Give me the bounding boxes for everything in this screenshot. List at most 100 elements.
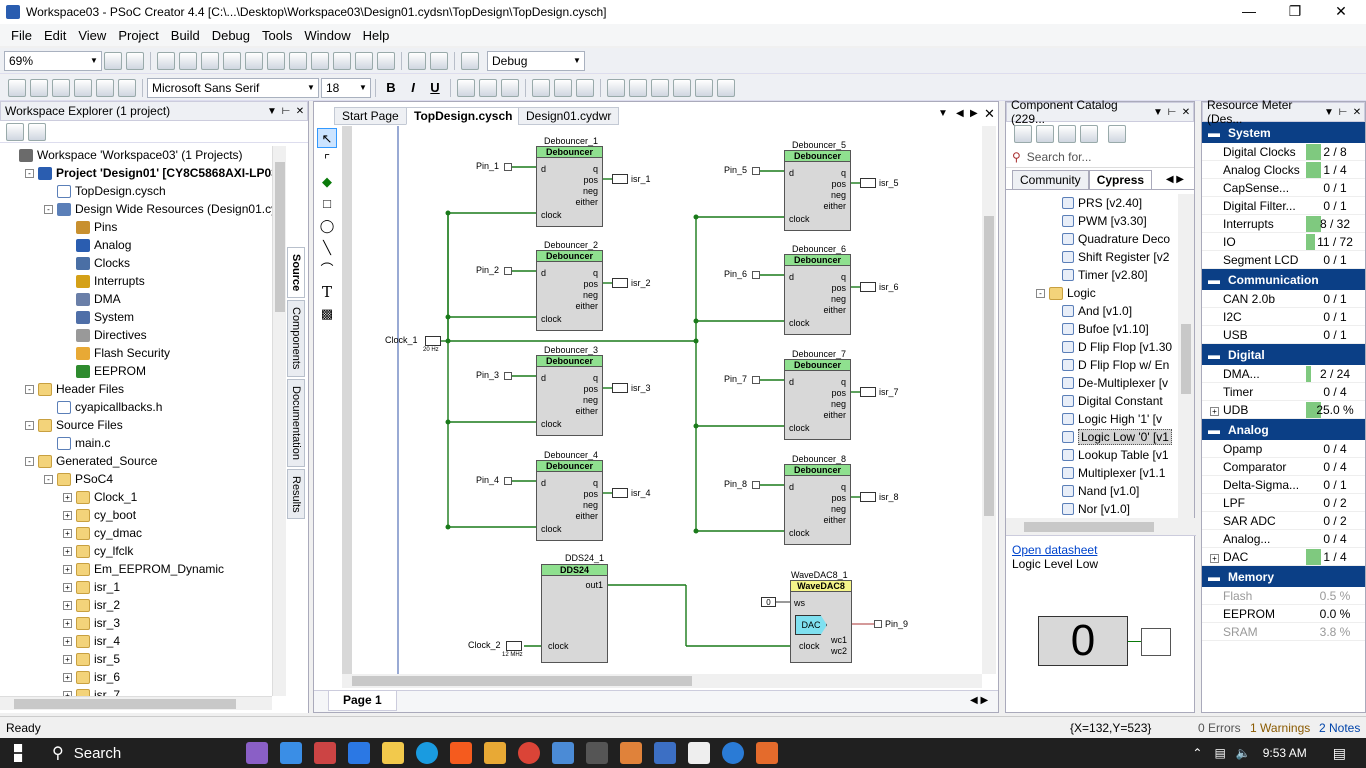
expand-icon[interactable]: + [63,618,72,628]
collapse-icon[interactable]: ▬ [1208,347,1220,362]
arc-tool-icon[interactable]: ⌒ [320,262,334,277]
font-family-combo[interactable]: Microsoft Sans Serif▼ [147,77,319,98]
catalog-view-icon[interactable] [1014,125,1032,143]
catalog-horizontal-scrollbar[interactable] [1006,518,1196,536]
matlab-icon[interactable] [755,742,778,764]
collapse-all-icon[interactable] [6,122,24,141]
new-file-icon[interactable] [179,51,197,70]
clock-2-symbol-icon[interactable] [506,641,522,651]
tree-horizontal-scrollbar[interactable] [0,696,272,710]
side-tab-results[interactable]: Results [287,468,305,520]
tree-item[interactable]: Clocks [0,254,272,272]
tree-item[interactable]: +isr_1 [0,578,272,596]
image-tool-icon[interactable]: ▩ [320,306,334,321]
catalog-item[interactable]: Bufoe [v1.10] [1006,320,1178,338]
save-icon[interactable] [245,51,263,70]
ungroup-icon[interactable] [717,78,735,97]
save-all-icon[interactable] [267,51,285,70]
dropdown-icon[interactable]: ▼ [267,105,277,117]
minimize-button[interactable]: — [1242,3,1256,19]
expand-icon[interactable]: + [63,582,72,592]
tree-item[interactable]: +cy_boot [0,506,272,524]
expand-icon[interactable]: + [1210,553,1219,563]
catalog-search-input[interactable]: Search for... [1026,149,1092,164]
tree-item[interactable]: EEPROM [0,362,272,380]
send-back-icon[interactable] [629,78,647,97]
tree-item[interactable]: -Design Wide Resources (Design01.cydwr) [0,200,272,218]
collapse-icon[interactable]: - [25,168,34,178]
resource-section-digital[interactable]: ▬Digital [1202,344,1365,365]
program-icon[interactable] [74,78,92,97]
resource-section-memory[interactable]: ▬Memory [1202,566,1365,587]
tree-item[interactable]: DMA [0,290,272,308]
tree-item[interactable]: Analog [0,236,272,254]
dropdown-icon[interactable]: ▼ [1324,106,1334,118]
side-tab-documentation[interactable]: Documentation [287,378,305,467]
side-tab-components[interactable]: Components [287,300,305,377]
catalog-item[interactable]: Multiplexer [v1.1 [1006,464,1178,482]
group-icon[interactable] [695,78,713,97]
pin-icon[interactable]: ⊢ [1167,106,1177,118]
expand-icon[interactable]: + [63,564,72,574]
doc-tab-1[interactable]: TopDesign.cysch [406,107,521,125]
zoom-out-icon[interactable] [126,51,144,70]
side-tab-source[interactable]: Source [287,247,305,299]
tree-item[interactable]: -Source Files [0,416,272,434]
redo-icon[interactable] [430,51,448,70]
tab-next-icon[interactable]: ▶ [970,108,978,119]
rectangle-tool-icon[interactable]: □ [323,196,331,211]
resource-section-system[interactable]: ▬System [1202,122,1365,143]
bold-button[interactable]: B [386,79,396,95]
pointer-tool-icon[interactable]: ↖ [317,128,337,148]
expand-icon[interactable]: + [63,546,72,556]
line-color-icon[interactable] [554,78,572,97]
tab-prev-icon[interactable]: ◀ [956,108,964,119]
notes-count[interactable]: 2 Notes [1319,721,1361,735]
find-icon[interactable] [461,51,479,70]
clock-time[interactable]: 9:53 AM [1262,746,1307,760]
expand-icon[interactable]: + [63,492,72,502]
app-gear-icon[interactable] [721,742,744,764]
search-icon[interactable]: ⚲ [52,745,64,762]
catalog-item[interactable]: PRS [v2.40] [1006,194,1178,212]
tree-item[interactable]: +Clock_1 [0,488,272,506]
catalog-item[interactable]: Logic Low '0' [v1 [1006,428,1178,446]
close-button[interactable]: ✕ [1335,3,1347,19]
collapse-icon[interactable]: ▬ [1208,422,1220,437]
catalog-item[interactable]: Timer [v2.80] [1006,266,1178,284]
collapse-icon[interactable]: - [44,474,53,484]
catalog-vertical-scrollbar[interactable] [1178,194,1194,518]
close-icon[interactable]: ✕ [1181,106,1191,118]
canvas-horizontal-scrollbar[interactable] [342,674,982,688]
tree-vertical-scrollbar[interactable] [272,146,286,696]
pin-icon[interactable]: ⊢ [1338,106,1348,118]
tree-item[interactable]: System [0,308,272,326]
page-nav-icon[interactable]: ◀ ▶ [970,695,989,706]
app-word-icon[interactable] [653,742,676,764]
copy-icon[interactable] [333,51,351,70]
expand-icon[interactable]: + [63,654,72,664]
tree-item[interactable]: main.c [0,434,272,452]
catalog-tab-scroll-icon[interactable]: ◀ ▶ [1165,174,1184,185]
zoom-combo[interactable]: 69%▼ [4,50,102,71]
align-shapes-icon[interactable] [651,78,669,97]
debug-icon[interactable] [118,78,136,97]
collapse-icon[interactable]: ▬ [1208,125,1220,140]
expand-icon[interactable]: + [63,672,72,682]
open-icon[interactable] [223,51,241,70]
canvas-vertical-scrollbar[interactable] [982,126,996,674]
align-center-icon[interactable] [479,78,497,97]
expand-icon[interactable]: + [1210,406,1219,416]
new-project-icon[interactable] [157,51,175,70]
errors-count[interactable]: 0 Errors [1198,721,1241,735]
close-document-icon[interactable]: ✕ [984,106,995,121]
menu-debug[interactable]: Debug [211,27,251,43]
